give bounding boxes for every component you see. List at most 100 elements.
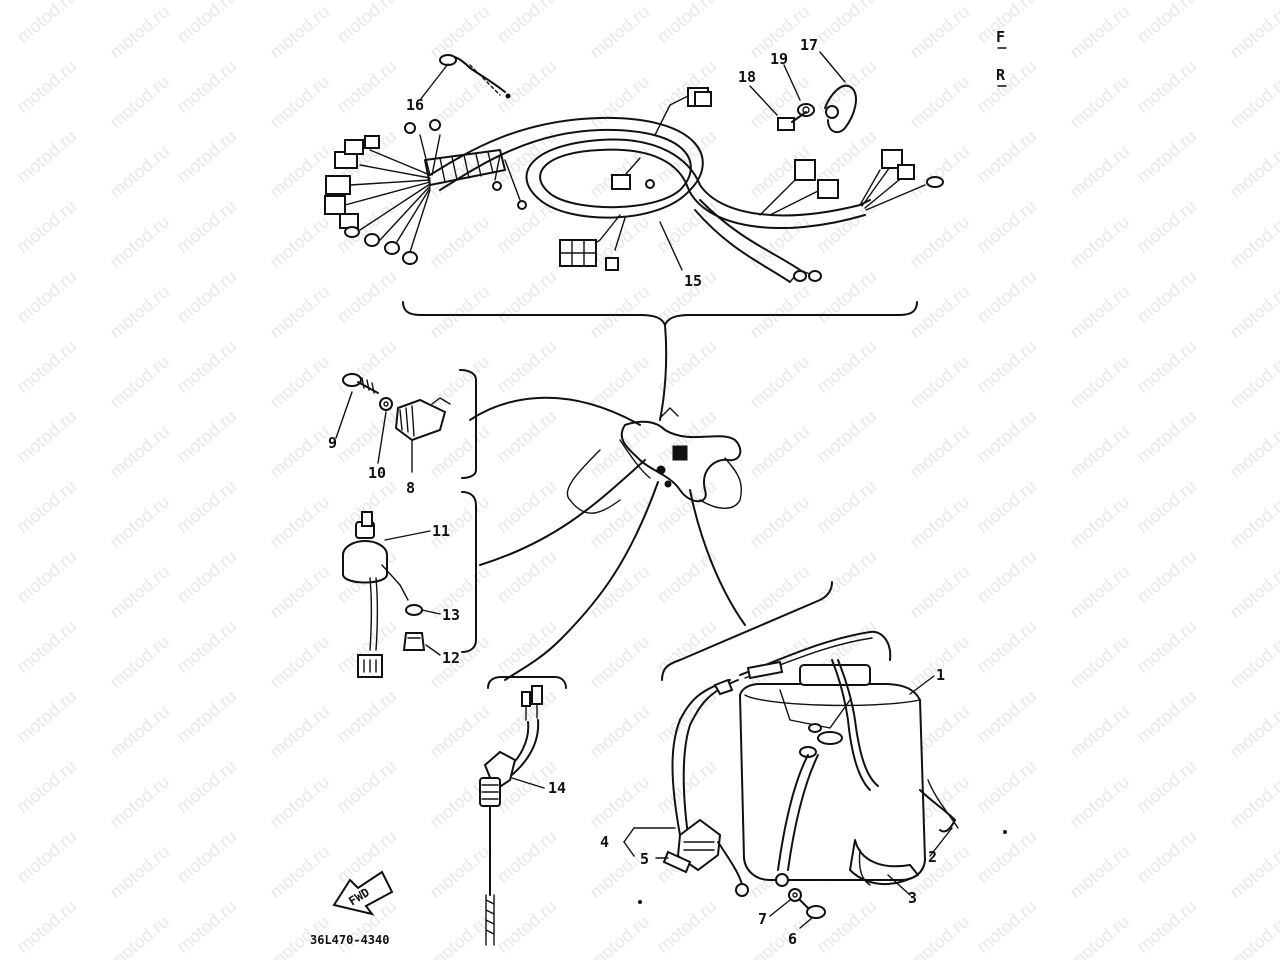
watermark-text: motod.ru — [586, 911, 653, 960]
watermark-text: motod.ru — [426, 281, 493, 342]
watermark-text: motod.ru — [106, 141, 173, 202]
watermark-text: motod.ru — [653, 336, 720, 397]
watermark-text: motod.ru — [1226, 71, 1280, 132]
watermark-text: motod.ru — [1226, 841, 1280, 902]
watermark-text: motod.ru — [746, 281, 813, 342]
watermark-text: motod.ru — [586, 351, 653, 412]
watermark-text: motod.ru — [426, 841, 493, 902]
watermark-text: motod.ru — [653, 0, 720, 47]
watermark-text: motod.ru — [1133, 546, 1200, 607]
watermark-text: motod.ru — [653, 476, 720, 537]
watermark-text: motod.ru — [493, 56, 560, 117]
watermark-text: motod.ru — [973, 406, 1040, 467]
watermark-text: motod.ru — [333, 266, 400, 327]
fwd-arrow-icon: FWD — [332, 870, 394, 916]
watermark-text: motod.ru — [106, 351, 173, 412]
watermark-text: motod.ru — [13, 56, 80, 117]
watermark-text: motod.ru — [813, 896, 880, 957]
watermark-text: motod.ru — [1226, 561, 1280, 622]
watermark-text: motod.ru — [1133, 266, 1200, 327]
watermark-text: motod.ru — [586, 71, 653, 132]
watermark-text: motod.ru — [333, 56, 400, 117]
watermark-text: motod.ru — [1066, 211, 1133, 272]
watermark-text: motod.ru — [813, 336, 880, 397]
watermark-text: motod.ru — [906, 491, 973, 552]
watermark-text: motod.ru — [906, 141, 973, 202]
watermark-text: motod.ru — [493, 546, 560, 607]
watermark-text: motod.ru — [1133, 56, 1200, 117]
watermark-text: motod.ru — [746, 561, 813, 622]
watermark-text: motod.ru — [1133, 0, 1200, 47]
watermark-text: motod.ru — [973, 616, 1040, 677]
callout-5: 5 — [640, 850, 649, 868]
watermark-text: motod.ru — [493, 616, 560, 677]
watermark-text: motod.ru — [1226, 911, 1280, 960]
watermark-text: motod.ru — [1133, 686, 1200, 747]
watermark-text: motod.ru — [653, 896, 720, 957]
watermark-text: motod.ru — [973, 0, 1040, 47]
watermark-text: motod.ru — [266, 1, 333, 62]
watermark-text: motod.ru — [1066, 701, 1133, 762]
part-code: 36L470-4340 — [310, 933, 389, 947]
watermark-text: motod.ru — [173, 686, 240, 747]
watermark-text: motod.ru — [653, 756, 720, 817]
watermark-text: motod.ru — [1066, 141, 1133, 202]
wire-harness — [324, 87, 944, 283]
watermark-text: motod.ru — [173, 476, 240, 537]
watermark-text: motod.ru — [493, 336, 560, 397]
watermark-text: motod.ru — [266, 491, 333, 552]
watermark-text: motod.ru — [13, 686, 80, 747]
watermark-text: motod.ru — [973, 126, 1040, 187]
watermark-text: motod.ru — [586, 631, 653, 692]
watermark-text: motod.ru — [106, 71, 173, 132]
watermark-text: motod.ru — [586, 421, 653, 482]
watermark-text: motod.ru — [266, 211, 333, 272]
parts-11-12-13 — [342, 491, 477, 678]
watermark-text: motod.ru — [266, 841, 333, 902]
watermark-text: motod.ru — [333, 686, 400, 747]
watermark-text: motod.ru — [1066, 561, 1133, 622]
watermark-text: motod.ru — [1066, 771, 1133, 832]
callout-1: 1 — [936, 666, 945, 684]
callout-19: 19 — [770, 50, 788, 68]
watermark-text: motod.ru — [906, 351, 973, 412]
parts-17-18-19 — [777, 84, 857, 134]
watermark-text: motod.ru — [266, 701, 333, 762]
watermark-text: motod.ru — [1226, 351, 1280, 412]
watermark-text: motod.ru — [1226, 631, 1280, 692]
watermark-text: motod.ru — [973, 336, 1040, 397]
watermark-text: motod.ru — [1066, 421, 1133, 482]
watermark-text: motod.ru — [426, 701, 493, 762]
watermark-text: motod.ru — [1066, 1, 1133, 62]
watermark-text: motod.ru — [1066, 281, 1133, 342]
watermark-text: motod.ru — [173, 406, 240, 467]
watermark-text: motod.ru — [813, 0, 880, 47]
watermark-text: motod.ru — [173, 546, 240, 607]
battery-assembly — [662, 630, 959, 919]
watermark-text: motod.ru — [106, 841, 173, 902]
watermark-text: motod.ru — [1133, 126, 1200, 187]
watermark-text: motod.ru — [1226, 701, 1280, 762]
watermark-text: motod.ru — [106, 701, 173, 762]
watermark-text: motod.ru — [813, 406, 880, 467]
watermark-text: motod.ru — [13, 336, 80, 397]
callout-17: 17 — [800, 36, 818, 54]
watermark-text: motod.ru — [1066, 491, 1133, 552]
watermark-text: motod.ru — [266, 281, 333, 342]
watermark-text: motod.ru — [266, 71, 333, 132]
watermark-text: motod.ru — [746, 491, 813, 552]
watermark-text: motod.ru — [973, 546, 1040, 607]
watermark-text: motod.ru — [906, 281, 973, 342]
watermark-text: motod.ru — [106, 561, 173, 622]
watermark-text: motod.ru — [13, 826, 80, 887]
watermark-text: motod.ru — [106, 771, 173, 832]
watermark-text: motod.ru — [13, 406, 80, 467]
watermark-text: motod.ru — [493, 826, 560, 887]
watermark-text: motod.ru — [1226, 141, 1280, 202]
watermark-text: motod.ru — [493, 896, 560, 957]
part-14-sensor — [479, 685, 543, 946]
frame-section — [566, 407, 742, 514]
watermark-text: motod.ru — [13, 896, 80, 957]
